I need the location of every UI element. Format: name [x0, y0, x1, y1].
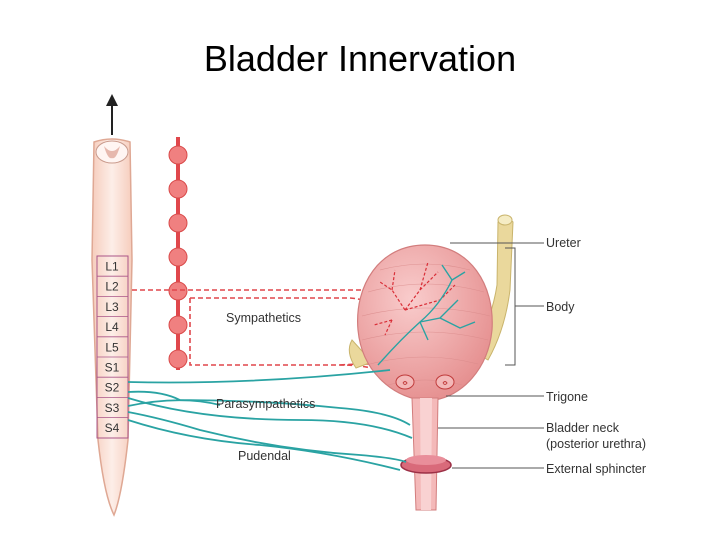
pudendal-nerve [127, 411, 407, 471]
spinal-segment-s1: S1 [105, 361, 120, 375]
spinal-segment-l3: L3 [105, 300, 119, 314]
sympathetics-label: Sympathetics [226, 311, 301, 325]
spinal-segment-l1: L1 [105, 260, 119, 274]
trigone-label: Trigone [546, 390, 588, 404]
sympathetic-chain [168, 137, 188, 370]
trigone [395, 374, 455, 390]
spinal-segment-s2: S2 [105, 381, 120, 395]
spinal-segment-l2: L2 [105, 280, 119, 294]
external-sphincter [400, 455, 452, 474]
bladder-body [357, 244, 493, 401]
parasympathetics-label: Parasympathetics [216, 397, 315, 411]
spinal-cord [91, 138, 133, 517]
parasympathetic-nerves [127, 369, 413, 439]
spinal-segment-s3: S3 [105, 401, 120, 415]
external-sphincter-label: External sphincter [546, 462, 646, 476]
ureter-label: Ureter [546, 236, 581, 250]
bladder-neck-urethra [411, 397, 439, 511]
ascending-arrow [106, 94, 118, 135]
spinal-segment-s4: S4 [105, 421, 120, 435]
bladder-neck-label: Bladder neck [546, 421, 620, 435]
posterior-urethra-label: (posterior urethra) [546, 437, 646, 451]
spinal-segment-l5: L5 [105, 340, 119, 354]
pudendal-label: Pudendal [238, 449, 291, 463]
body-label: Body [546, 300, 575, 314]
spinal-segment-l4: L4 [105, 320, 119, 334]
spinal-segment-list [96, 255, 129, 439]
page-title: Bladder Innervation [203, 38, 517, 79]
body-bracket [505, 247, 544, 366]
